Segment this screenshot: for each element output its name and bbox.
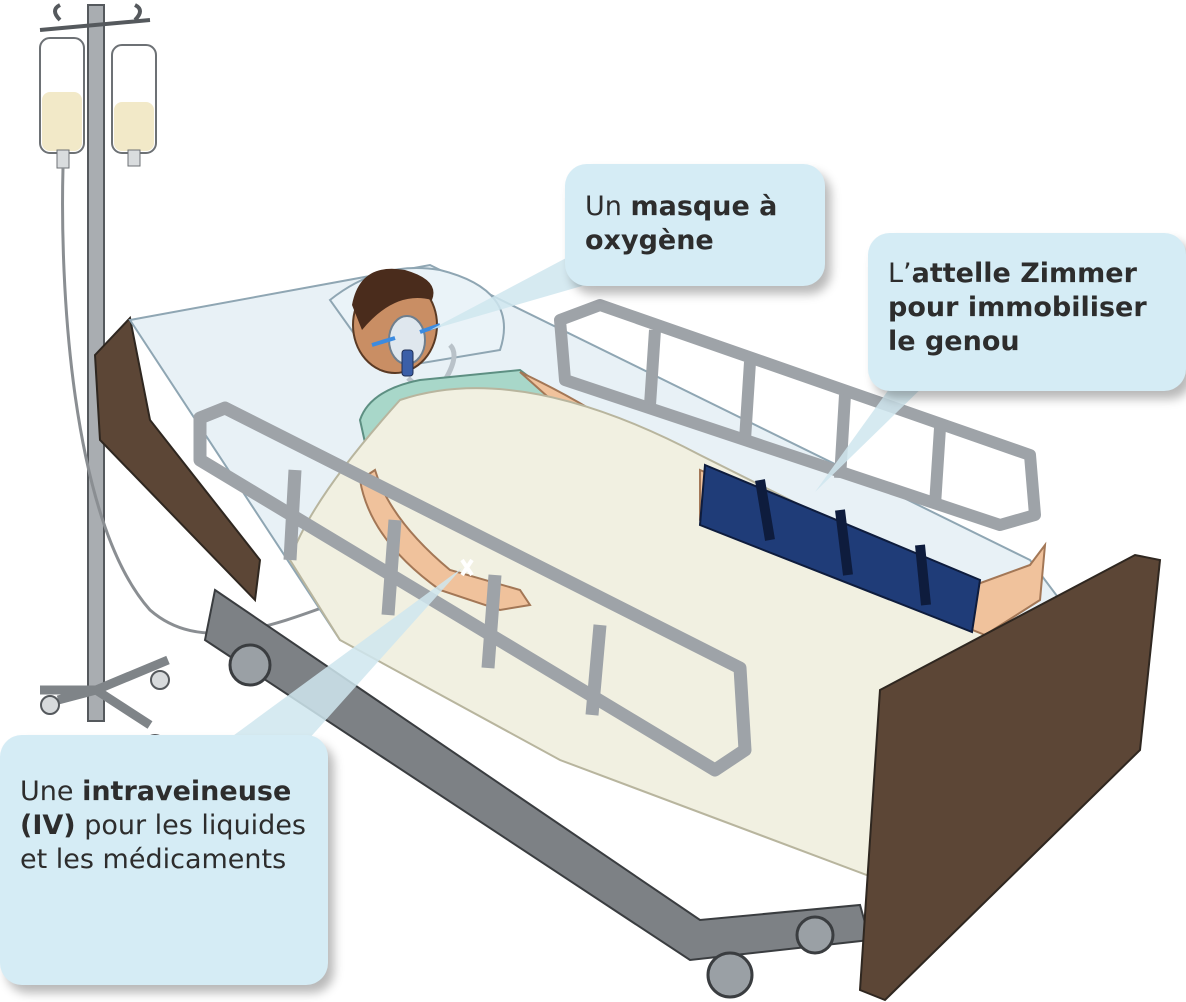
callout-iv-prefix: Une bbox=[20, 776, 83, 807]
callout-iv: Une intraveineuse (IV) pour les liquides… bbox=[0, 735, 328, 985]
footboard bbox=[858, 553, 1162, 1002]
bed-wheel bbox=[706, 951, 754, 999]
callout-pointer-splint bbox=[815, 360, 930, 492]
iv-catheter bbox=[460, 558, 474, 577]
iv-bag-right bbox=[111, 44, 157, 167]
callout-oxygen-mask-bold: masque à oxygène bbox=[585, 191, 778, 256]
callout-zimmer-splint-bold: attelle Zimmer pour immobiliser le genou bbox=[888, 258, 1147, 357]
callout-oxygen-mask: Un masque à oxygène bbox=[565, 164, 825, 286]
callout-iv-bold: intraveineuse (IV) bbox=[20, 776, 292, 841]
headboard bbox=[93, 315, 262, 603]
iv-bag-left bbox=[39, 37, 85, 169]
callout-zimmer-splint: L’attelle Zimmer pour immobiliser le gen… bbox=[868, 233, 1186, 391]
bed-wheel bbox=[795, 915, 835, 955]
side-rail-far bbox=[554, 299, 1041, 531]
callout-zimmer-splint-prefix: L’ bbox=[888, 258, 912, 289]
side-rail-near bbox=[193, 401, 752, 777]
callout-oxygen-mask-prefix: Un bbox=[585, 191, 631, 222]
callout-pointer-iv bbox=[200, 568, 462, 760]
bed-wheel bbox=[228, 643, 272, 687]
callout-iv-suffix: pour les liquides et les médicaments bbox=[20, 810, 306, 875]
oxygen-mask bbox=[371, 315, 457, 392]
splint-strap bbox=[755, 479, 931, 606]
